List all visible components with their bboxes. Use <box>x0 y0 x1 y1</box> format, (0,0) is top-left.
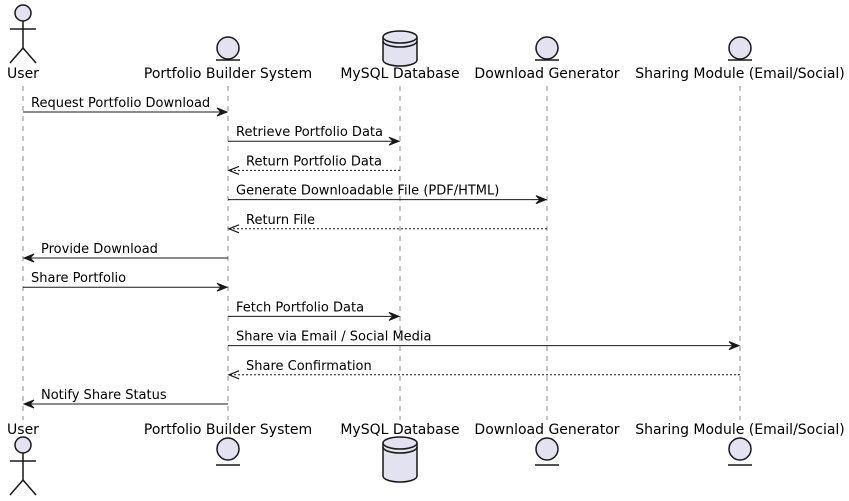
arrowhead-icon <box>728 341 741 351</box>
participant-dg-top: Download Generator <box>474 36 620 82</box>
actor-head-icon <box>14 436 32 454</box>
arrowhead-icon <box>535 195 548 205</box>
message-arrow: Share Portfolio <box>23 271 229 292</box>
participant-user-bottom: User <box>7 422 39 496</box>
participant-label: Sharing Module (Email/Social) <box>635 66 845 82</box>
database-icon <box>382 436 418 483</box>
participant-user-top: User <box>7 4 39 82</box>
entity-icon <box>216 437 240 461</box>
message-label: Share Portfolio <box>31 271 126 286</box>
arrowhead-icon <box>227 370 240 380</box>
entity-icon <box>728 36 752 60</box>
message-arrow: Return File <box>227 213 547 234</box>
participant-label: Download Generator <box>474 422 619 438</box>
message-label: Generate Downloadable File (PDF/HTML) <box>236 184 499 199</box>
participant-label: Download Generator <box>474 66 619 82</box>
database-icon <box>382 30 418 67</box>
message-label: Retrieve Portfolio Data <box>236 125 383 140</box>
entity-icon <box>728 437 752 461</box>
arrowhead-icon <box>22 399 35 409</box>
actor-head-icon <box>14 4 32 22</box>
participant-sm-bottom: Sharing Module (Email/Social) <box>635 422 845 466</box>
participant-dg-bottom: Download Generator <box>474 422 620 466</box>
arrowhead-icon <box>227 224 240 234</box>
participant-label: Portfolio Builder System <box>144 422 312 438</box>
message-label: Provide Download <box>41 242 158 257</box>
entity-icon <box>216 36 240 60</box>
arrowhead-icon <box>22 253 35 263</box>
participant-db-bottom: MySQL Database <box>340 422 460 483</box>
entity-icon <box>535 36 559 60</box>
arrowhead-icon <box>216 107 229 117</box>
participant-label: User <box>7 422 39 438</box>
entity-icon <box>535 437 559 461</box>
participant-db-top: MySQL Database <box>340 30 460 82</box>
participant-label: Sharing Module (Email/Social) <box>635 422 845 438</box>
message-label: Request Portfolio Download <box>31 96 210 111</box>
message-label: Return Portfolio Data <box>246 154 382 169</box>
message-arrow: Provide Download <box>22 242 228 263</box>
message-label: Return File <box>246 213 315 228</box>
message-arrow: Fetch Portfolio Data <box>228 300 401 321</box>
participant-label: User <box>7 66 39 82</box>
participant-label: MySQL Database <box>340 422 459 438</box>
message-arrow: Return Portfolio Data <box>227 154 400 175</box>
participant-pbs-top: Portfolio Builder System <box>144 36 312 82</box>
message-arrow: Generate Downloadable File (PDF/HTML) <box>228 184 548 205</box>
message-arrow: Share Confirmation <box>227 359 740 380</box>
participant-label: Portfolio Builder System <box>144 66 312 82</box>
message-arrow: Notify Share Status <box>22 388 228 409</box>
message-label: Fetch Portfolio Data <box>236 300 364 315</box>
message-arrow: Request Portfolio Download <box>23 96 229 117</box>
message-label: Share Confirmation <box>246 359 372 374</box>
message-label: Share via Email / Social Media <box>236 330 431 345</box>
message-arrow: Retrieve Portfolio Data <box>228 125 401 146</box>
message-label: Notify Share Status <box>41 388 167 403</box>
arrowhead-icon <box>216 282 229 292</box>
participant-sm-top: Sharing Module (Email/Social) <box>635 36 845 82</box>
arrowhead-icon <box>388 136 401 146</box>
arrowhead-icon <box>227 165 240 175</box>
message-arrow: Share via Email / Social Media <box>228 330 741 351</box>
arrowhead-icon <box>388 311 401 321</box>
participant-label: MySQL Database <box>340 66 459 82</box>
participant-pbs-bottom: Portfolio Builder System <box>144 422 312 466</box>
